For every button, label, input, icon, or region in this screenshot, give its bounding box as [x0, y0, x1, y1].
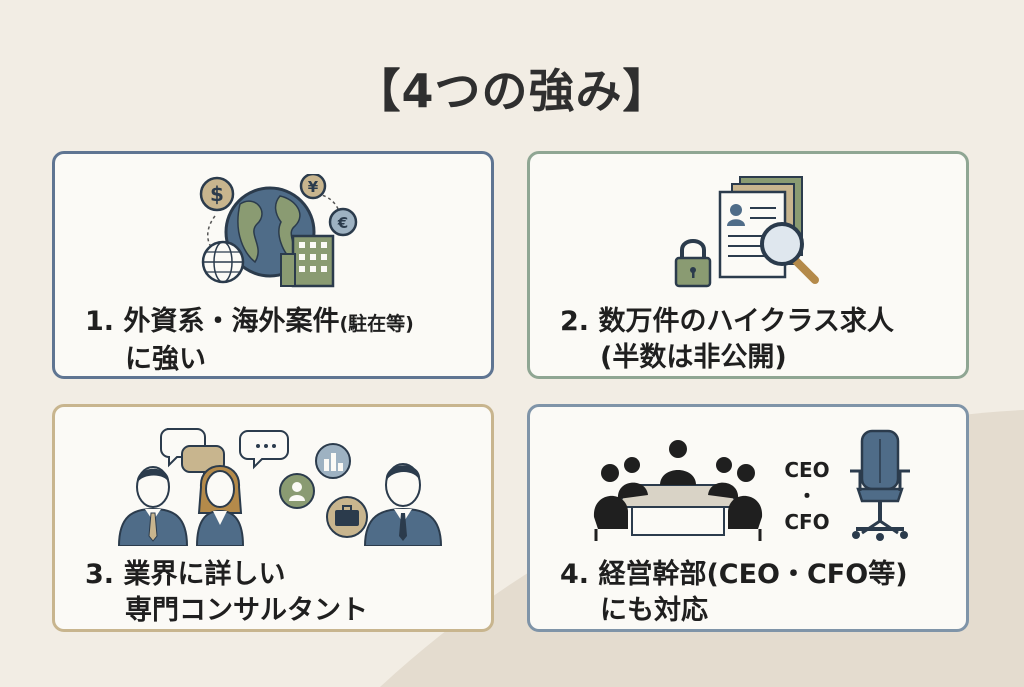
businessman-icon — [117, 466, 189, 546]
strength-label-3: 3. 業界に詳しい 専門コンサルタント — [85, 559, 368, 626]
briefcase-icon — [326, 496, 368, 538]
businesswoman-icon — [195, 465, 245, 546]
meeting-table-icon — [593, 440, 763, 541]
yen-coin-icon: ¥ — [299, 174, 327, 200]
dollar-coin-icon: $ — [199, 176, 235, 212]
ceo-label: CEO — [784, 458, 830, 482]
euro-coin-icon: € — [328, 207, 358, 237]
separator-dot: ・ — [797, 484, 817, 508]
job-listing-icon — [674, 176, 819, 288]
strength-label-2: 2. 数万件のハイクラス求人 (半数は非公開) — [560, 306, 894, 373]
cfo-label: CFO — [784, 510, 830, 534]
businessman-icon — [363, 463, 443, 546]
consultant-icon — [279, 473, 315, 509]
office-building-icon — [280, 234, 335, 288]
svg-text:€: € — [337, 214, 348, 232]
svg-text:¥: ¥ — [308, 178, 319, 196]
executive-titles: CEO ・ CFO — [782, 457, 832, 535]
global-business-icon: $ ¥ € — [199, 174, 358, 288]
consultants-icon — [117, 428, 443, 546]
strength-label-4: 4. 経営幹部(CEO・CFO等) にも対応 — [560, 559, 908, 626]
industry-icon — [315, 443, 351, 479]
svg-text:$: $ — [210, 182, 224, 206]
strength-card-1: $ ¥ € 1. 外資系・海外案件(駐在等) に強い — [52, 151, 494, 379]
wireframe-globe-icon — [201, 240, 245, 284]
strength-card-2: 2. 数万件のハイクラス求人 (半数は非公開) — [527, 151, 969, 379]
strength-label-1: 1. 外資系・海外案件(駐在等) に強い — [85, 306, 414, 375]
magnifier-icon — [760, 222, 819, 284]
padlock-icon — [674, 239, 712, 288]
executive-chair-icon — [850, 429, 910, 541]
page-title: 【4つの強み】 — [354, 64, 670, 118]
strength-card-3: 3. 業界に詳しい 専門コンサルタント — [52, 404, 494, 632]
strength-card-4: CEO ・ CFO 4. 経営幹部(CEO・CFO等) にも対応 — [527, 404, 969, 632]
speech-bubble-icon — [160, 428, 289, 483]
